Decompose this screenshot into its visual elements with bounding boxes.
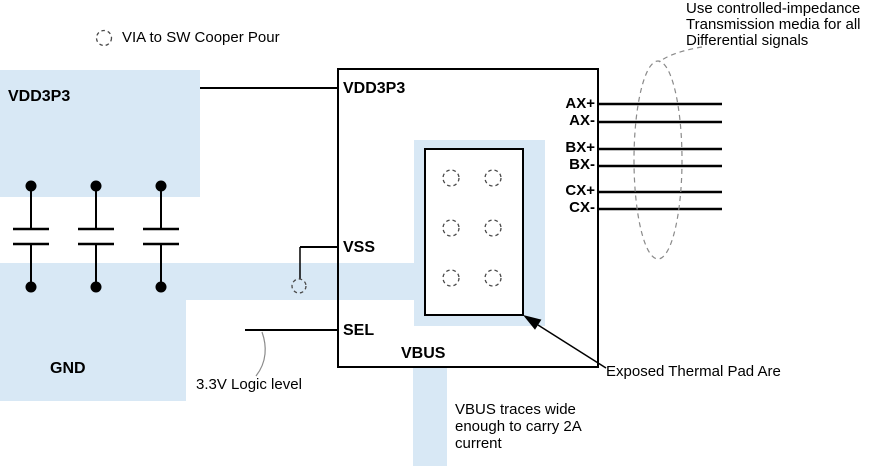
note-vbus-line3: current xyxy=(455,435,502,452)
pin-label-bx-plus: BX+ xyxy=(565,139,595,156)
pin-label-vdd3p3: VDD3P3 xyxy=(343,80,406,97)
note-logic-level: 3.3V Logic level xyxy=(196,376,302,393)
vbus-trace xyxy=(413,366,447,466)
pin-label-cx-minus: CX- xyxy=(569,199,595,216)
vdd-pour xyxy=(0,70,200,197)
pin-label-vbus: VBUS xyxy=(401,345,446,362)
pin-label-sel: SEL xyxy=(343,322,375,339)
logic-leader-line xyxy=(255,331,266,377)
legend-label: VIA to SW Cooper Pour xyxy=(122,29,280,46)
pin-label-bx-minus: BX- xyxy=(569,156,595,173)
pin-label-ax-plus: AX+ xyxy=(565,95,595,112)
note-vbus: VBUS traces wide enough to carry 2A curr… xyxy=(455,401,582,452)
note-vbus-line2: enough to carry 2A xyxy=(455,418,582,435)
note-thermal-pad: Exposed Thermal Pad Are xyxy=(606,363,781,380)
note-vbus-line1: VBUS traces wide xyxy=(455,401,576,418)
pin-label-cx-plus: CX+ xyxy=(565,182,595,199)
legend-via-icon xyxy=(95,29,113,47)
note-impedance-line2: Transmission media for all xyxy=(686,16,861,33)
gnd-pour xyxy=(0,263,186,401)
note-impedance: Use controlled-impedance Transmission me… xyxy=(686,1,861,49)
note-impedance-line1: Use controlled-impedance xyxy=(686,0,861,17)
note-impedance-line3: Differential signals xyxy=(686,32,809,49)
gnd-pour-label: GND xyxy=(50,360,86,377)
pin-label-vss: VSS xyxy=(343,239,376,256)
ic-outline xyxy=(337,68,599,368)
vdd-pour-label: VDD3P3 xyxy=(8,88,71,105)
diff-pair-ellipse xyxy=(633,60,683,260)
impedance-leader-line xyxy=(658,46,703,63)
thermal-pad xyxy=(424,148,524,316)
pin-label-ax-minus: AX- xyxy=(569,112,595,129)
